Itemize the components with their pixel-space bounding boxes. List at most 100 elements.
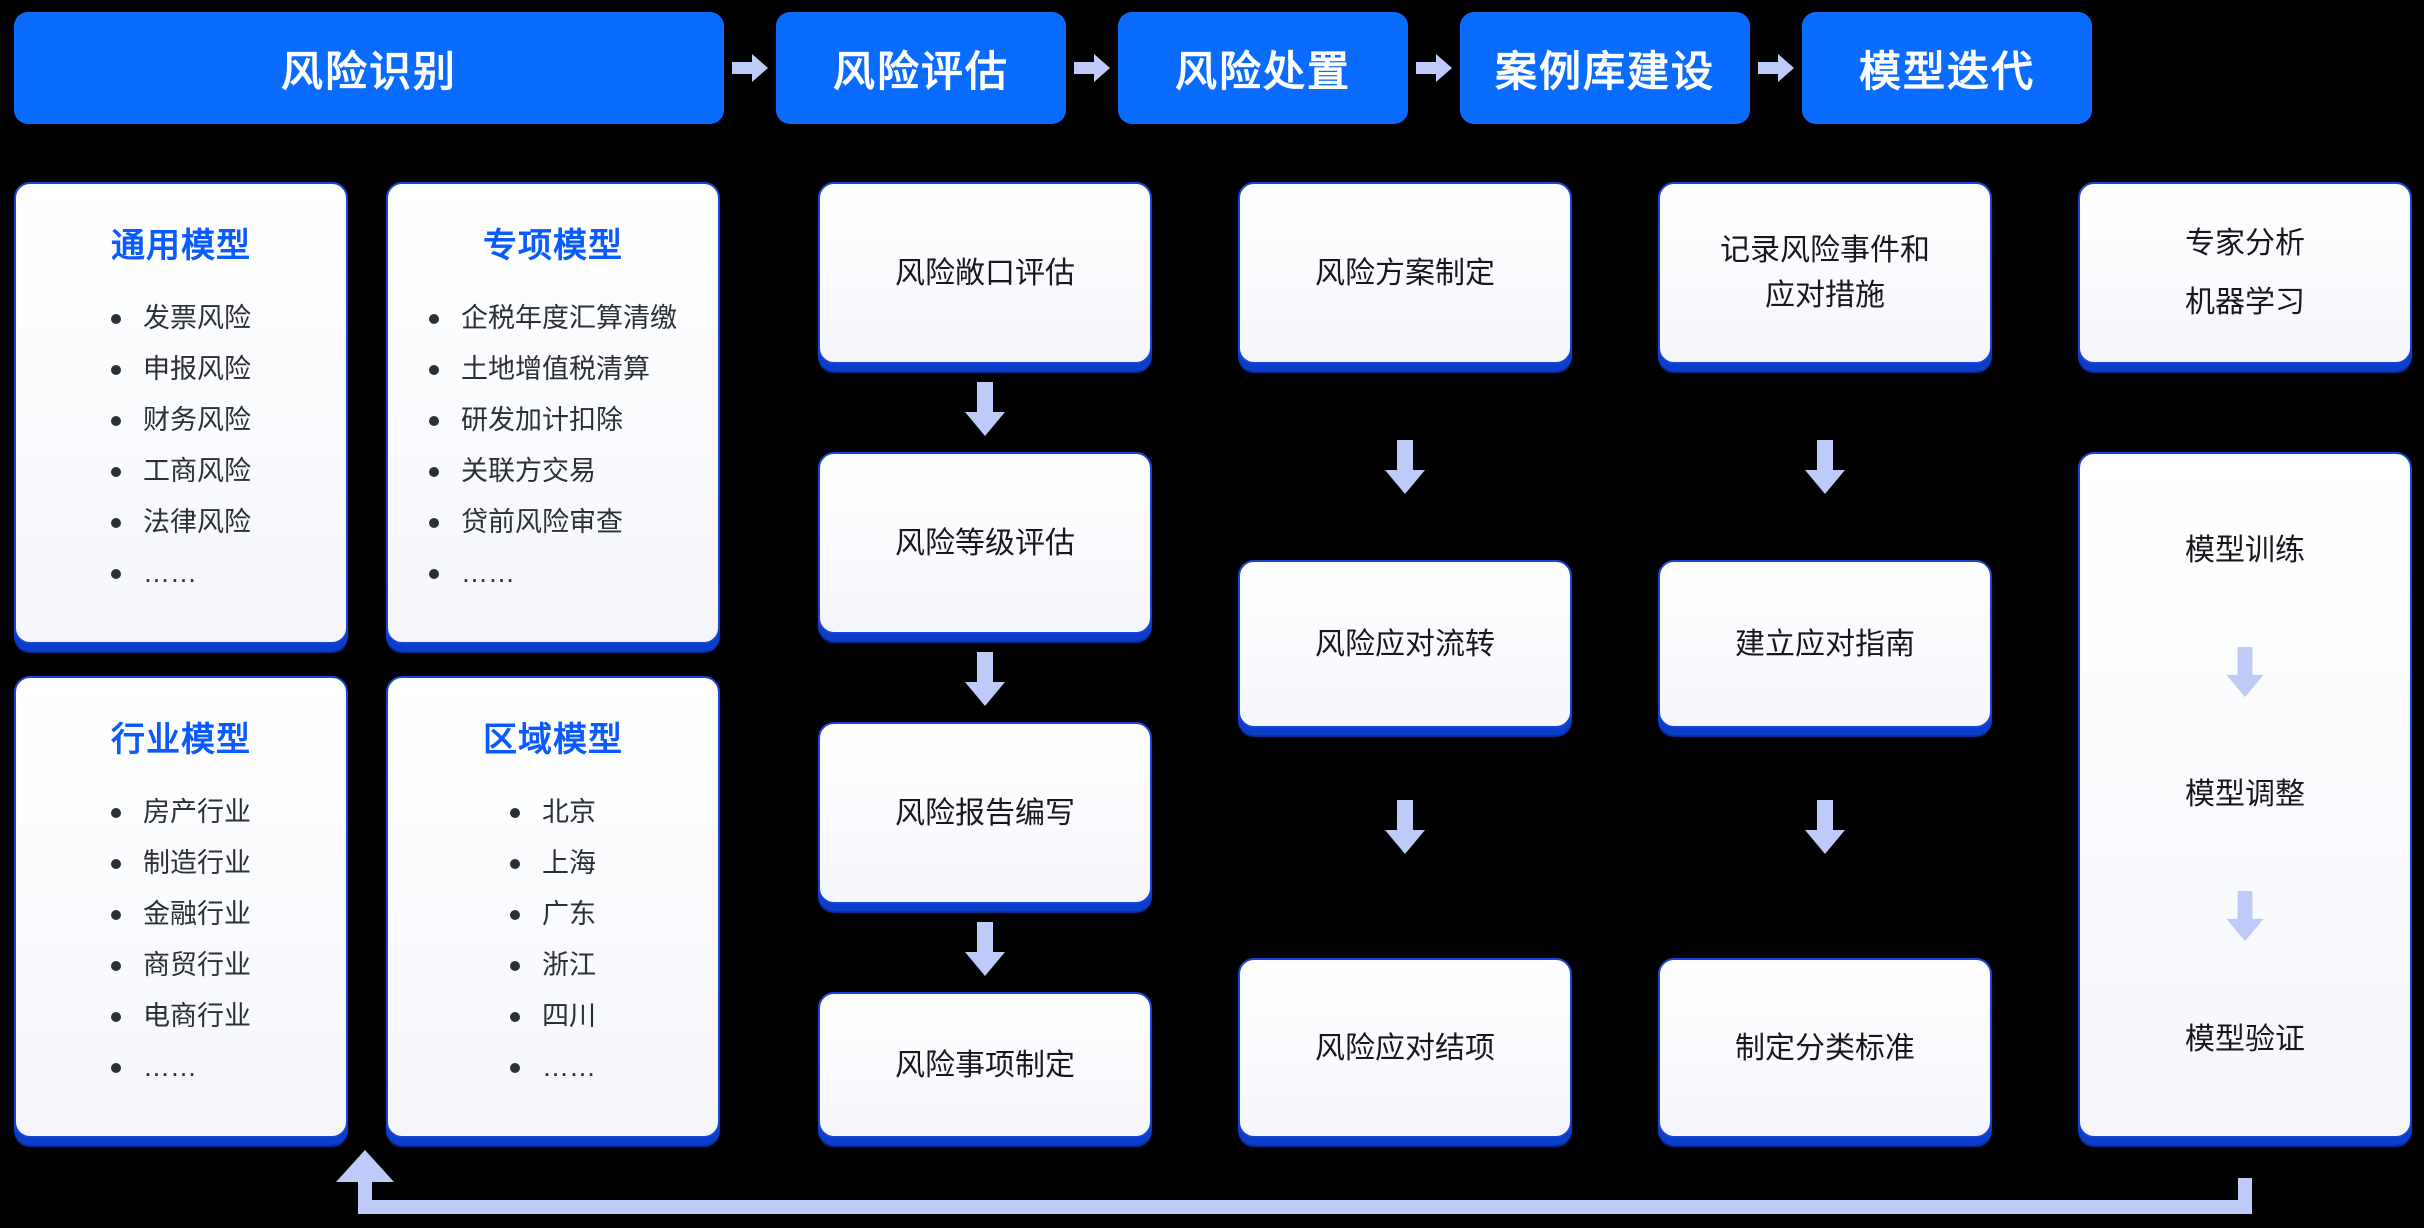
bullet-dot-icon [429,313,439,324]
arrow-down-icon [1803,440,1847,496]
arrow-down-icon [2223,891,2267,943]
iteration-method-expert-analysis: 专家分析 [2185,227,2305,260]
list-item-label: 土地增值税清算 [461,354,650,384]
bullet-dot-icon [510,858,520,869]
bullet-dot-icon [111,1062,121,1073]
model-card-list: 企税年度汇算清缴 土地增值税清算 研发加计扣除 关联方交易 贷前风险审查 …… [429,305,677,587]
list-item: 土地增值税清算 [429,356,677,383]
arrow-down-icon [2223,646,2267,699]
model-card-title: 区域模型 [483,721,623,759]
process-step-label: 建立应对指南 [1735,627,1915,661]
model-card-list: 发票风险 申报风险 财务风险 工商风险 法律风险 …… [111,305,251,587]
list-item-label: 上海 [542,848,596,878]
list-item-label: 浙江 [542,950,596,980]
process-step-label: 风险报告编写 [895,796,1075,830]
arrow-right-icon [1066,51,1118,85]
iteration-step-model-validation: 模型验证 [2185,1023,2305,1057]
list-item: 研发加计扣除 [429,407,677,434]
list-item: 工商风险 [111,458,251,485]
bullet-dot-icon [510,807,520,818]
process-step-label: 风险应对结项 [1315,1031,1495,1065]
phase-header-row: 风险识别 风险评估 风险处置 案例库建设 [0,8,2424,128]
phase-header-label: 风险处置 [1174,47,1351,95]
bullet-dot-icon [111,364,121,375]
arrow-right-icon [1750,51,1802,85]
process-step-label: 风险等级评估 [895,526,1075,560]
phase-header-risk-disposal[interactable]: 风险处置 [1118,12,1408,124]
list-item-label: 金融行业 [143,899,251,929]
list-item-label: 关联方交易 [461,456,596,486]
bullet-dot-icon [510,1062,520,1073]
list-item: …… [111,560,251,587]
list-item: 浙江 [510,952,596,979]
list-item: …… [510,1054,596,1081]
process-step-label: 风险方案制定 [1315,256,1495,290]
arrow-down-icon [963,382,1007,438]
bullet-dot-icon [429,364,439,375]
list-item-label: 北京 [542,797,596,827]
list-item-label: 发票风险 [143,303,251,333]
list-item: 申报风险 [111,356,251,383]
arrow-right-icon [724,51,776,85]
list-item-label: 工商风险 [143,456,251,486]
process-step-label: 记录风险事件和 应对措施 [1720,234,1930,312]
list-item: 上海 [510,850,596,877]
phase-header-label: 案例库建设 [1494,47,1715,95]
phase-header-case-library[interactable]: 案例库建设 [1460,12,1750,124]
bullet-dot-icon [429,466,439,477]
model-card-special[interactable]: 专项模型 企税年度汇算清缴 土地增值税清算 研发加计扣除 关联方交易 贷前风险审… [386,182,720,644]
model-card-title: 行业模型 [111,721,251,759]
process-step-risk-response-flow[interactable]: 风险应对流转 [1238,560,1572,728]
iteration-loop-card[interactable]: 模型训练 模型调整 模型验证 [2078,452,2412,1138]
phase-header-risk-assessment[interactable]: 风险评估 [776,12,1066,124]
bullet-dot-icon [111,807,121,818]
model-card-general[interactable]: 通用模型 发票风险 申报风险 财务风险 工商风险 法律风险 …… [14,182,348,644]
phase-header-model-iteration[interactable]: 模型迭代 [1802,12,2092,124]
list-item-label: 申报风险 [143,354,251,384]
list-item: 制造行业 [111,850,251,877]
arrow-right-icon [1408,51,1460,85]
list-item: 贷前风险审查 [429,509,677,536]
list-item-label: 房产行业 [143,797,251,827]
list-item: 电商行业 [111,1003,251,1030]
list-item: …… [429,560,677,587]
bullet-dot-icon [111,517,121,528]
list-item: 金融行业 [111,901,251,928]
phase-header-risk-identification[interactable]: 风险识别 [14,12,724,124]
iteration-methods-card[interactable]: 专家分析 机器学习 [2078,182,2412,364]
list-item: 发票风险 [111,305,251,332]
process-step-risk-exposure-assessment[interactable]: 风险敞口评估 [818,182,1152,364]
process-step-risk-report-writing[interactable]: 风险报告编写 [818,722,1152,904]
list-item-label: 制造行业 [143,848,251,878]
process-step-establish-response-guide[interactable]: 建立应对指南 [1658,560,1992,728]
arrow-down-icon [1383,440,1427,496]
bullet-dot-icon [429,568,439,579]
bullet-dot-icon [510,909,520,920]
process-step-record-risk-events[interactable]: 记录风险事件和 应对措施 [1658,182,1992,364]
feedback-loop-arrow-icon [0,1150,2424,1228]
model-card-industry[interactable]: 行业模型 房产行业 制造行业 金融行业 商贸行业 电商行业 …… [14,676,348,1138]
list-item-label: 财务风险 [143,405,251,435]
bullet-dot-icon [111,960,121,971]
bullet-dot-icon [510,1011,520,1022]
list-item-label: 企税年度汇算清缴 [461,303,677,333]
process-step-risk-item-formulation[interactable]: 风险事项制定 [818,992,1152,1138]
model-card-region[interactable]: 区域模型 北京 上海 广东 浙江 四川 …… [386,676,720,1138]
process-step-define-classification-standards[interactable]: 制定分类标准 [1658,958,1992,1138]
list-item-label: 法律风险 [143,507,251,537]
bullet-dot-icon [111,1011,121,1022]
process-step-risk-response-closure[interactable]: 风险应对结项 [1238,958,1572,1138]
bullet-dot-icon [111,568,121,579]
list-item-label: 广东 [542,899,596,929]
process-step-label: 风险事项制定 [895,1048,1075,1082]
list-item-label: 贷前风险审查 [461,507,623,537]
list-item-label: …… [143,558,197,588]
model-card-title: 专项模型 [483,227,623,265]
list-item-label: …… [542,1052,596,1082]
process-step-risk-plan-formulation[interactable]: 风险方案制定 [1238,182,1572,364]
list-item-label: 四川 [542,1001,596,1031]
list-item-label: 商贸行业 [143,950,251,980]
process-step-risk-level-assessment[interactable]: 风险等级评估 [818,452,1152,634]
model-card-list: 北京 上海 广东 浙江 四川 …… [510,799,596,1081]
list-item: 北京 [510,799,596,826]
